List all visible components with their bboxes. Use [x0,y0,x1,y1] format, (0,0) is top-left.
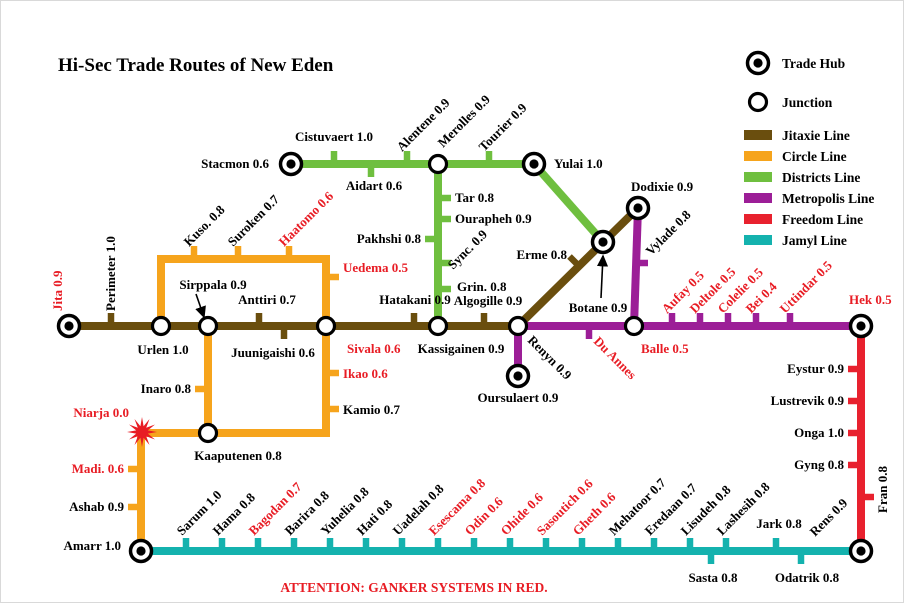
legend-label-circle: Circle Line [782,149,847,164]
station-label-kuso-0-8: Kuso. 0.8 [181,202,228,249]
station-tick-erme-0-8 [567,254,582,269]
station-label-kamio-0-7: Kamio 0.7 [343,402,401,417]
station-label-hatakani-0-9: Hatakani 0.9 [379,292,451,307]
station-label-pakhshi-0-8: Pakhshi 0.8 [357,231,422,246]
station-label-amarr-1-0: Amarr 1.0 [63,538,121,553]
junction-sivala-0-6 [315,315,337,337]
trade-hub-core-dodixie-0-9 [633,203,643,213]
junction-urlen-1-0 [150,315,172,337]
legend-swatch-jitaxie [744,130,772,140]
junction-merolles-0-9 [427,153,449,175]
pointer-arrow-2 [596,254,609,299]
legend-swatch-freedom [744,214,772,224]
stations-layer [56,151,874,564]
legend-label-districts: Districts Line [782,170,860,185]
station-label-uedema-0-5: Uedema 0.5 [343,260,408,275]
trade-hub-core-amarr-1-0 [136,546,146,556]
station-label-eystur-0-9: Eystur 0.9 [787,361,844,376]
trade-hub-core-jita-0-9 [64,321,74,331]
legend-trade-hub-icon-core [753,58,763,68]
route-districts-3 [531,161,606,245]
station-label-tar-0-8: Tar 0.8 [455,190,495,205]
trade-hub-core-yulai-1-0 [529,159,539,169]
route-metropolis-3 [630,207,642,327]
station-label-ourapheh-0-9: Ourapheh 0.9 [455,211,532,226]
junction-renyn-0-9 [507,315,529,337]
trade-hub-core-rens-0-9 [856,546,866,556]
station-label-kassigainen-0-9: Kassigainen 0.9 [418,341,505,356]
legend-label-jitaxie: Jitaxie Line [782,128,850,143]
station-label-fran-0-8: Fran 0.8 [875,466,890,513]
station-label-juunigaishi-0-6: Juunigaishi 0.6 [231,345,315,360]
legend-junction-label: Junction [782,95,833,110]
gank-star-niarja-0-0 [127,417,157,447]
station-label-sync-0-9: Sync. 0.9 [445,226,491,272]
station-label-gyng-0-8: Gyng 0.8 [794,457,844,472]
station-label-haatomo-0-6: Haatomo 0.6 [276,188,337,249]
station-label-anttiri-0-7: Anttiri 0.7 [238,292,296,307]
station-label-algogille-0-9: Algogille 0.9 [454,293,523,308]
station-label-balle-0-5: Balle 0.5 [641,341,689,356]
legend-swatch-jamyl [744,235,772,245]
junction-balle-0-5 [623,315,645,337]
station-label-botane-0-9: Botane 0.9 [569,300,628,315]
trade-hub-core-botane-0-9 [598,237,608,247]
legend-label-jamyl: Jamyl Line [782,233,847,248]
junction-kassigainen-0-9 [427,315,449,337]
station-label-niarja-0-0: Niarja 0.0 [73,405,129,420]
station-label-renyn-0-9: Renyn 0.9 [525,333,575,383]
trade-hub-core-stacmon-0-6 [286,159,296,169]
station-label-stacmon-0-6: Stacmon 0.6 [201,156,269,171]
station-label-rens-0-9: Rens 0.9 [807,495,851,539]
station-label-erme-0-8: Erme 0.8 [516,247,567,262]
station-label-jita-0-9: Jita 0.9 [50,270,65,311]
trade-hub-core-hek-0-5 [856,321,866,331]
legend-junction-icon [747,91,769,113]
legend-label-freedom: Freedom Line [782,212,863,227]
junction-kaaputenen-0-8 [197,422,219,444]
station-label-ashab-0-9: Ashab 0.9 [69,499,124,514]
junction-sirppala-0-9 [197,315,219,337]
station-label-vylade-0-8: Vylade 0.8 [643,207,694,258]
legend-swatch-metropolis [744,193,772,203]
legend-label-metropolis: Metropolis Line [782,191,874,206]
station-label-aidart-0-6: Aidart 0.6 [346,178,403,193]
station-label-suroken-0-7: Suroken 0.7 [225,191,283,249]
legend-swatch-circle [744,151,772,161]
station-label-yulai-1-0: Yulai 1.0 [554,156,603,171]
station-label-jark-0-8: Jark 0.8 [756,516,802,531]
station-label-sivala-0-6: Sivala 0.6 [347,341,401,356]
pointer-arrow-1 [195,293,206,319]
ganker-warning: ATTENTION: GANKER SYSTEMS IN RED. [280,580,547,595]
station-label-urlen-1-0: Urlen 1.0 [137,342,188,357]
legend-swatch-districts [744,172,772,182]
map-title: Hi-Sec Trade Routes of New Eden [58,55,334,76]
station-label-lustrevik-0-9: Lustrevik 0.9 [771,393,845,408]
route-circle-1 [157,255,330,437]
station-label-madi-0-6: Madi. 0.6 [72,461,125,476]
legend-trade-hub-label: Trade Hub [782,56,845,71]
station-label-odatrik-0-8: Odatrik 0.8 [775,570,840,585]
station-label-sirppala-0-9: Sirppala 0.9 [179,277,247,292]
station-label-oursulaert-0-9: Oursulaert 0.9 [478,390,559,405]
station-label-hek-0-5: Hek 0.5 [849,292,892,307]
station-label-perimeter-1-0: Perimeter 1.0 [103,236,118,311]
station-label-kaaputenen-0-8: Kaaputenen 0.8 [194,448,282,463]
station-label-uttindar-0-5: Uttindar 0.5 [777,257,836,316]
trade-hub-core-oursulaert-0-9 [513,371,523,381]
station-label-dodixie-0-9: Dodixie 0.9 [631,179,694,194]
station-label-sasta-0-8: Sasta 0.8 [688,570,738,585]
station-label-onga-1-0: Onga 1.0 [794,425,844,440]
station-label-grin-0-8: Grin. 0.8 [457,279,507,294]
station-label-inaro-0-8: Inaro 0.8 [141,381,192,396]
station-label-du-annes: Du Annes [591,334,640,383]
station-label-ikao-0-6: Ikao 0.6 [343,366,388,381]
station-label-cistuvaert-1-0: Cistuvaert 1.0 [295,129,373,144]
